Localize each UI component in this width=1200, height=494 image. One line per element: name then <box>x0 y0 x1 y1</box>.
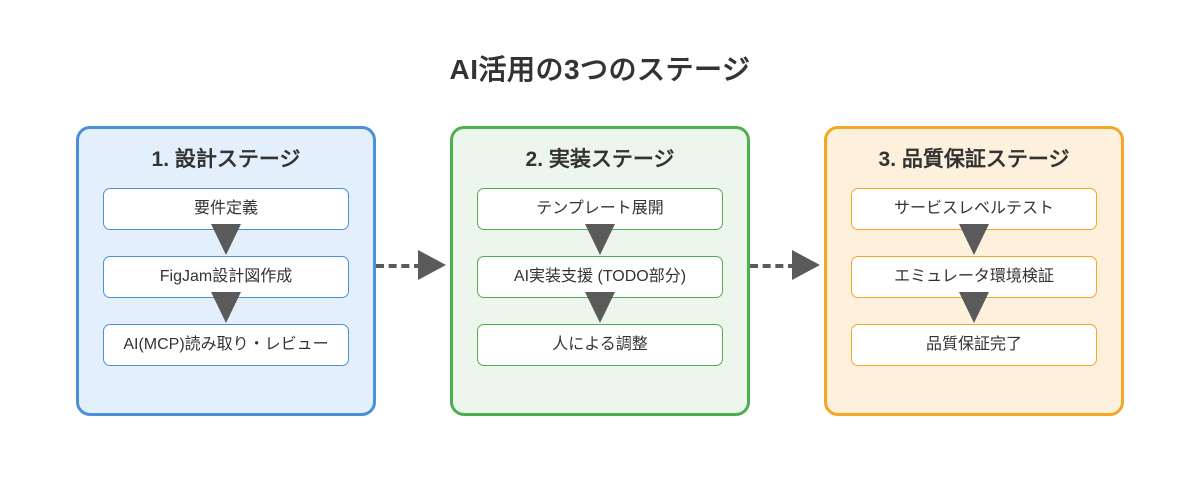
stage-steps-3: サービスレベルテスト エミュレータ環境検証 品質保証完了 <box>851 188 1097 367</box>
page-title: AI活用の3つのステージ <box>449 54 751 85</box>
stage-steps-2: テンプレート展開 AI実装支援 (TODO部分) 人による調整 <box>477 188 723 367</box>
stage-card-2[interactable]: 2. 実装ステージ テンプレート展開 AI実装支援 (TODO部分) 人による調… <box>450 126 750 416</box>
step-card-2-3[interactable]: 人による調整 <box>477 324 723 367</box>
step-wrapper: 人による調整 <box>477 324 723 367</box>
step-wrapper: AI(MCP)読み取り・レビュー <box>103 324 349 367</box>
step-card-3-2[interactable]: エミュレータ環境検証 <box>851 256 1097 299</box>
step-wrapper: 品質保証完了 <box>851 324 1097 367</box>
step-card-1-1[interactable]: 要件定義 <box>103 188 349 231</box>
stage-flow-diagram: 1. 設計ステージ 要件定義 FigJam設計図作成 AI(MCP)読み取り・レ… <box>76 126 1124 416</box>
stage-connector-1-to-2 <box>376 126 450 416</box>
stage-card-1[interactable]: 1. 設計ステージ 要件定義 FigJam設計図作成 AI(MCP)読み取り・レ… <box>76 126 376 416</box>
step-card-3-1[interactable]: サービスレベルテスト <box>851 188 1097 231</box>
stage-steps-1: 要件定義 FigJam設計図作成 AI(MCP)読み取り・レビュー <box>103 188 349 367</box>
step-card-2-1[interactable]: テンプレート展開 <box>477 188 723 231</box>
step-card-1-3[interactable]: AI(MCP)読み取り・レビュー <box>103 324 349 367</box>
dashed-line-icon <box>376 264 422 268</box>
stage-connector-2-to-3 <box>750 126 824 416</box>
step-wrapper: エミュレータ環境検証 <box>851 256 1097 299</box>
step-wrapper: サービスレベルテスト <box>851 188 1097 231</box>
step-wrapper: テンプレート展開 <box>477 188 723 231</box>
stage-card-3[interactable]: 3. 品質保証ステージ サービスレベルテスト エミュレータ環境検証 品質保証完了 <box>824 126 1124 416</box>
step-wrapper: 要件定義 <box>103 188 349 231</box>
dashed-line-icon <box>750 264 796 268</box>
stage-title-2: 2. 実装ステージ <box>525 148 675 171</box>
arrow-right-icon <box>418 250 446 280</box>
stage-title-3: 3. 品質保証ステージ <box>878 148 1070 171</box>
step-card-3-3[interactable]: 品質保証完了 <box>851 324 1097 367</box>
stage-title-1: 1. 設計ステージ <box>151 148 301 171</box>
arrow-right-icon <box>792 250 820 280</box>
